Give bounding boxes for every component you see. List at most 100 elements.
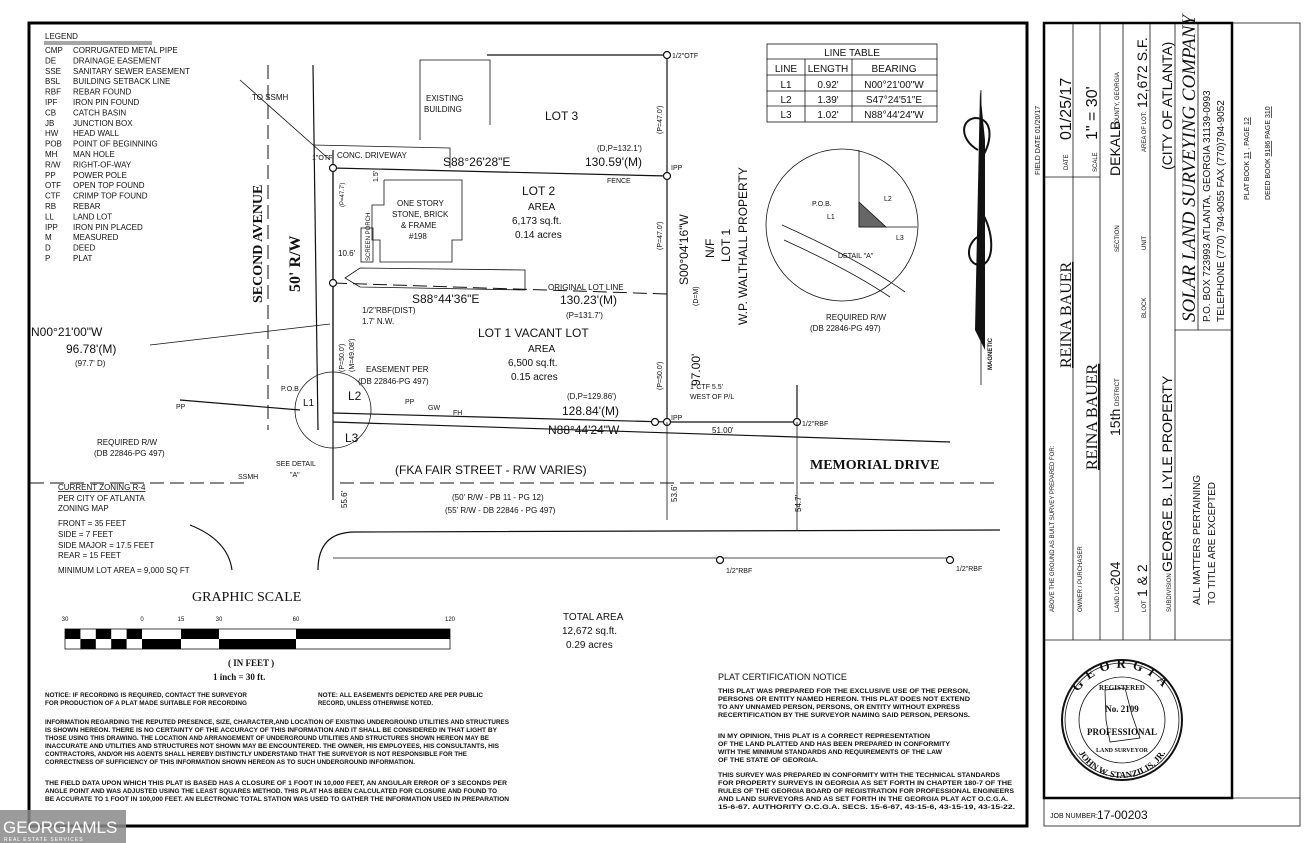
label: WEST OF P/L <box>690 394 734 401</box>
legend-desc: LAND LOT <box>73 212 112 221</box>
scale-tick: 0 <box>140 617 144 623</box>
label: SCREEN PORCH <box>366 213 372 261</box>
column-header: BEARING <box>871 64 916 75</box>
table-cell: S47°24'51"E <box>866 95 922 106</box>
scale-segment <box>80 639 96 649</box>
scale-tick: 60 <box>293 617 300 623</box>
label: (DB 22846-PG 497) <box>94 449 165 458</box>
note: TO ANY UNNAMED PERSON, PERSONS, OR ENTIT… <box>718 704 961 711</box>
zoning-title: CURRENT ZONING R-4 <box>58 483 146 492</box>
bearing-label: S88°44'36"E <box>412 292 479 306</box>
label: 10.6' <box>338 249 356 258</box>
label: SIDE MAJOR = 17.5 FEET <box>58 541 154 550</box>
detail-title: DETAIL "A" <box>838 253 874 260</box>
lot-number: 1 & 2 <box>1134 564 1150 597</box>
bearing-label: S88°26'28"E <box>443 155 510 169</box>
label: 1.5' <box>373 171 380 182</box>
seal-registered: REGISTERED <box>1099 684 1145 692</box>
label: (D=M) <box>693 286 700 306</box>
legend-desc: OPEN TOP FOUND <box>73 181 145 190</box>
company-address: P.O. BOX 723993 ATLANTA, GEORGIA 31139-0… <box>1202 90 1213 322</box>
label: 1/2"RBF <box>802 421 828 428</box>
scale-segment <box>181 629 219 639</box>
note: OF THE LAND PLATTED AND HAS BEEN PREPARE… <box>718 741 951 748</box>
label: FH <box>453 410 462 417</box>
label: L1 <box>827 214 835 221</box>
legend-abbr: DE <box>45 56 56 65</box>
note: IS SHOWN HEREON. THERE IS NO CERTAINTY O… <box>45 727 498 734</box>
bearing-label: N00°21'00"W <box>31 325 103 339</box>
label: P.O.B. <box>812 201 832 208</box>
street-label-memorial-drive: MEMORIAL DRIVE <box>810 458 940 473</box>
label: L3 <box>896 235 904 242</box>
job-number-label: JOB NUMBER: <box>1050 813 1098 820</box>
label: 0.14 acres <box>515 230 562 241</box>
scale-units: ( IN FEET ) <box>228 658 274 668</box>
label: (50' R/W - PB 11 - PG 12) <box>452 493 544 502</box>
legend-abbr: JB <box>45 119 54 128</box>
deed-book: DEED BOOK 9186 PAGE 310 <box>1265 106 1272 200</box>
note: THIS PLAT WAS PREPARED FOR THE EXCLUSIVE… <box>718 688 970 695</box>
zoning-notes: CURRENT ZONING R-4 PER CITY OF ATLANTA Z… <box>58 483 190 575</box>
label: AREA <box>528 202 556 213</box>
legend-desc: PLAT <box>73 254 93 263</box>
label: 1/2"RBF <box>726 568 752 575</box>
label: 54.7' <box>794 494 803 512</box>
legend-abbr: CB <box>45 108 56 117</box>
label: SSMH <box>238 474 258 481</box>
note: FOR PRODUCTION OF A PLAT MADE SUITABLE F… <box>45 700 247 707</box>
drawing-frame <box>27 21 1029 828</box>
label: (M=49.08') <box>349 339 356 372</box>
graphic-scale: GRAPHIC SCALE 30 0 15 30 60 120 ( IN FEE… <box>62 590 456 682</box>
distance-label: 97.00' <box>689 354 703 386</box>
label: LOT <box>1142 600 1148 612</box>
legend-desc: CRIMP TOP FOUND <box>73 192 148 201</box>
legend-abbr: R/W <box>45 160 61 169</box>
legend-abbr: LL <box>45 212 54 221</box>
subdivision: GEORGE B. LYLE PROPERTY <box>1159 375 1175 572</box>
city: (CITY OF ATLANTA) <box>1159 42 1175 170</box>
label: COUNTY, GEORGIA <box>1115 72 1121 128</box>
lot-3-label: LOT 3 <box>545 109 578 123</box>
legend-desc: IRON PIN PLACED <box>73 223 143 232</box>
job-number: 17-00203 <box>1097 808 1148 822</box>
table-cell: L1 <box>780 80 792 91</box>
label: EXISTING <box>426 94 463 103</box>
note: NOTICE: IF RECORDING IS REQUIRED, CONTAC… <box>45 692 247 699</box>
legend-abbr: IPF <box>45 98 58 107</box>
label: L2 <box>884 196 892 203</box>
table-cell: N88°44'24"W <box>864 110 924 121</box>
label: 1/2"RBF <box>956 566 982 573</box>
seal-land-surveyor: LAND SURVEYOR <box>1096 748 1149 754</box>
label: 1/2"OTF <box>672 53 698 60</box>
label: REQUIRED R/W <box>826 313 886 322</box>
label: SUBDIVISION <box>1167 573 1173 612</box>
scale-tick: 30 <box>62 617 69 623</box>
survey-date: 01/25/17 <box>1058 78 1075 140</box>
magnetic-label: MAGNETIC <box>988 337 994 370</box>
scale-tick: 30 <box>216 617 223 623</box>
note: RECORD, UNLESS OTHERWISE NOTED. <box>318 700 433 707</box>
note: THE FIELD DATA UPON WHICH THIS PLAT IS B… <box>45 780 507 787</box>
label: GW <box>428 405 440 412</box>
line-table-title: LINE TABLE <box>824 48 880 59</box>
distance-label: 130.59'(M) <box>585 155 642 169</box>
label: (P=131.7') <box>566 311 603 320</box>
plat-book: PLAT BOOK 11 , PAGE 12 <box>1244 117 1251 200</box>
legend-desc: CATCH BASIN <box>73 108 126 117</box>
note: RULES OF THE GEORGIA BOARD OF REGISTRATI… <box>718 788 1015 795</box>
surveyor-seal: GEORGIA JOHN W. STANZILIS, JR. REGISTERE… <box>1061 656 1183 781</box>
district: 15th <box>1107 409 1123 436</box>
legend-abbr: MH <box>45 150 58 159</box>
label: REQUIRED R/W <box>97 438 157 447</box>
label: SIDE = 7 FEET <box>58 530 113 539</box>
label: IPP <box>671 415 683 422</box>
label: PP <box>176 404 186 411</box>
legend-abbr: M <box>45 233 52 242</box>
table-cell: 1.02' <box>817 110 838 121</box>
owner: REINA BAUER <box>1084 363 1101 470</box>
certification-title: PLAT CERTIFICATION NOTICE <box>718 672 847 682</box>
note: THIS SURVEY WAS PREPARED IN CONFORMITY W… <box>718 772 1001 779</box>
scale-segment <box>142 639 181 649</box>
